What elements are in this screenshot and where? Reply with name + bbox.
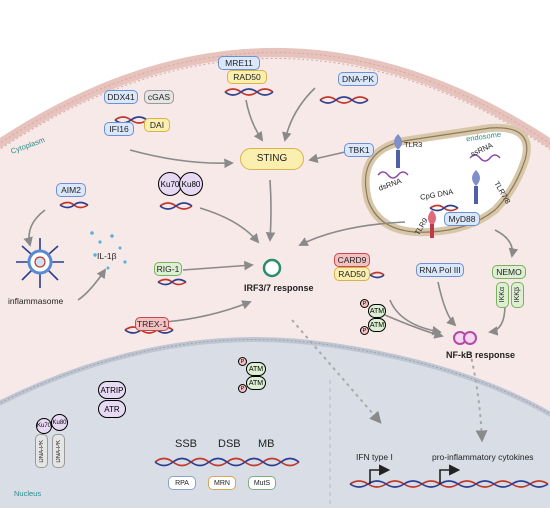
tlr3-receptor <box>394 134 402 168</box>
cytokine-transcription-arrow <box>439 464 461 484</box>
ku70-circle: Ku70 <box>158 172 182 196</box>
ikkb-box: IKKβ <box>511 282 524 308</box>
rad50-top-box: RAD50 <box>227 70 267 84</box>
rna-strands <box>377 154 501 179</box>
ifn-transcription-arrow <box>369 464 391 484</box>
nemo-box: NEMO <box>492 265 526 279</box>
myd88-box: MyD88 <box>444 212 480 226</box>
rna-pol3-box: RNA Pol III <box>416 263 464 277</box>
dsb-label: DSB <box>218 438 241 450</box>
arrow-nfkb-cytokines <box>469 351 488 443</box>
ifn-label: IFN type I <box>356 452 393 462</box>
arrow-sting-irf <box>265 179 276 242</box>
tlr9-receptor <box>428 210 436 238</box>
nfkb-response-label: NF-kB response <box>446 350 516 360</box>
inflammasome-label: inflammasome <box>8 296 64 306</box>
ddx41-box: DDX41 <box>104 90 138 104</box>
mb-label: MB <box>258 438 275 450</box>
ku70-nuclear: Ku70 <box>36 418 52 434</box>
phospho-badge-3: P <box>238 357 247 366</box>
atrip-shape: ATRIP <box>98 381 126 399</box>
atm-nuclear-upper: ATM <box>246 362 266 376</box>
nuclear-membrane <box>0 336 550 418</box>
tbk1-box: TBK1 <box>344 143 374 157</box>
arrow-ikk-nfkb <box>488 304 506 336</box>
dnapk-nuclear-1-label: DNA-PK <box>38 439 45 463</box>
ku80-circle: Ku80 <box>179 172 203 196</box>
rad50-mid-box: RAD50 <box>334 267 370 281</box>
rig1-box: RIG-1 <box>154 262 182 276</box>
arrow-trex1-irf <box>164 300 252 323</box>
mre11-box: MRE11 <box>218 56 260 70</box>
atm-lower: ATM <box>368 318 386 332</box>
phospho-badge-1: P <box>360 299 369 308</box>
arrow-irf-ifn <box>291 319 382 424</box>
irf-response-label: IRF3/7 response <box>244 283 314 293</box>
tlr3-label: TLR3 <box>404 140 423 149</box>
arrow-mre11-sting <box>245 99 264 142</box>
dna-pk-box: DNA-PK <box>338 72 378 86</box>
arrow-tbk1-sting <box>308 151 346 163</box>
ikka-box: IKKα <box>496 282 509 308</box>
dnapk-nuclear-1: DNA-PK <box>35 434 48 468</box>
mrn-box: MRN <box>208 476 236 490</box>
nfkb-ring-right <box>463 331 477 345</box>
cytokines-label: pro-inflammatory cytokines <box>432 452 534 462</box>
arrow-atm-nfkb <box>384 314 444 339</box>
card9-box: CARD9 <box>334 253 370 267</box>
phospho-badge-2: P <box>360 326 369 335</box>
muts-box: MutS <box>248 476 276 490</box>
ku80-nuclear: Ku80 <box>51 414 68 431</box>
arrow-card9-nfkb <box>389 299 442 336</box>
dnapk-nuclear-2-label: DNA-PK <box>55 439 62 463</box>
dai-box: DAI <box>144 118 170 132</box>
ssb-label: SSB <box>175 438 198 450</box>
arrow-cgas-sting <box>129 149 234 169</box>
irf-ring <box>262 258 282 278</box>
rpa-box: RPA <box>168 476 196 490</box>
il1b-label: IL-1β <box>97 251 117 261</box>
arrow-rnapol-nfkb <box>437 281 457 327</box>
aim2-box: AIM2 <box>56 183 86 197</box>
atm-nuclear-lower: ATM <box>246 376 266 390</box>
nucleus-region <box>0 339 550 508</box>
sting-box: STING <box>240 148 304 170</box>
il1b-particles <box>90 231 127 270</box>
arrow-myd88-nemo <box>494 229 519 258</box>
arrow-inflammasome-il1b <box>77 268 107 301</box>
dna-helices <box>59 88 549 488</box>
nucleus-label: Nucleus <box>14 489 42 498</box>
ifi16-box: IFI16 <box>104 122 134 136</box>
phospho-badge-4: P <box>238 384 247 393</box>
inflammasome-complex <box>16 238 64 288</box>
atr-shape: ATR <box>98 400 126 418</box>
ikkb-label: IKKβ <box>514 287 521 303</box>
arrow-dnapk-sting <box>282 87 316 142</box>
arrow-rig1-irf <box>182 260 254 271</box>
ikka-label: IKKα <box>499 287 506 303</box>
tlr78-receptor <box>472 170 480 204</box>
dnapk-nuclear-2: DNA-PK <box>52 434 65 468</box>
atm-upper: ATM <box>368 304 386 318</box>
arrow-myd88-irf <box>298 221 406 246</box>
arrow-aim2-inflammasome <box>23 209 46 247</box>
arrow-ku-irf <box>199 207 260 244</box>
trex1-box: TREX-1 <box>135 317 169 331</box>
cgas-box: cGAS <box>144 90 174 104</box>
